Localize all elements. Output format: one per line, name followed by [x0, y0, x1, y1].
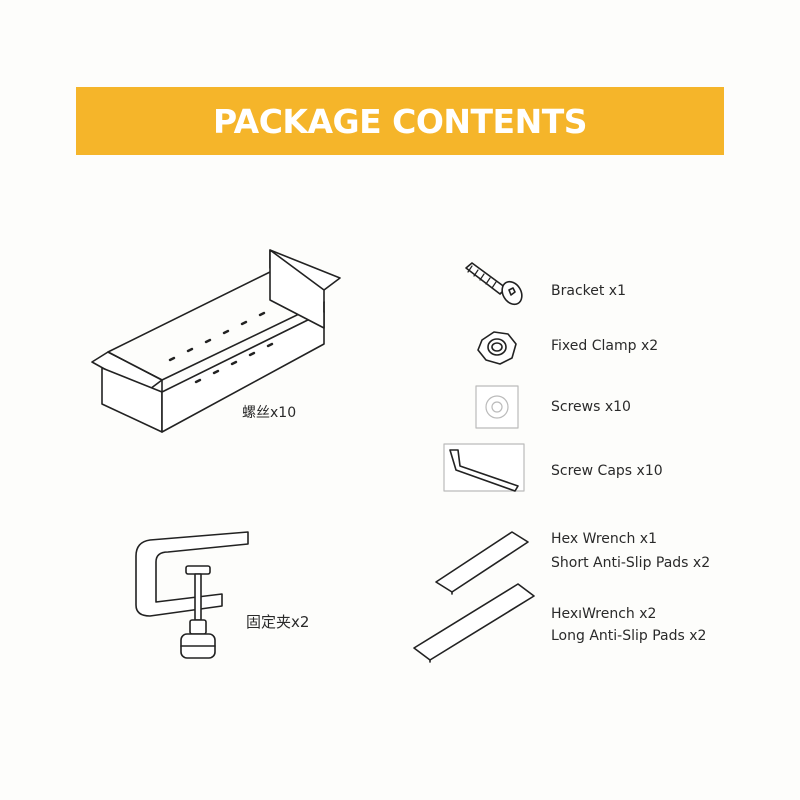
item-label-screws: Screws x10: [551, 399, 631, 415]
screw-cap-icon: [475, 385, 519, 429]
short-pad-icon: [435, 531, 529, 595]
item-label-screw-caps: Screw Caps x10: [551, 463, 663, 479]
hex-wrench-icon: [443, 443, 525, 492]
hex-nut-icon: [477, 331, 517, 365]
item-label-short-pads: Short Anti-Slip Pads x2: [551, 555, 711, 571]
c-clamp-icon: [135, 531, 249, 659]
item-label-fixed-clamp: Fixed Clamp x2: [551, 338, 659, 354]
item-label-long-pads: Long Anti-Slip Pads x2: [551, 628, 707, 644]
bracket-tray-icon: [91, 249, 341, 433]
item-label-hex-wrench-1: Hex Wrench x1: [551, 531, 657, 547]
item-label-bracket: Bracket x1: [551, 283, 626, 299]
clamp-label: 固定夹x2: [246, 613, 310, 631]
page-title: PACKAGE CONTENTS: [213, 101, 587, 141]
long-pad-icon: [413, 583, 535, 663]
header-banner: PACKAGE CONTENTS: [76, 87, 724, 155]
item-label-hex-wrench-2: HexıWrench x2: [551, 606, 657, 622]
screw-icon: [465, 262, 523, 306]
bracket-screws-label: 螺丝x10: [242, 405, 297, 421]
